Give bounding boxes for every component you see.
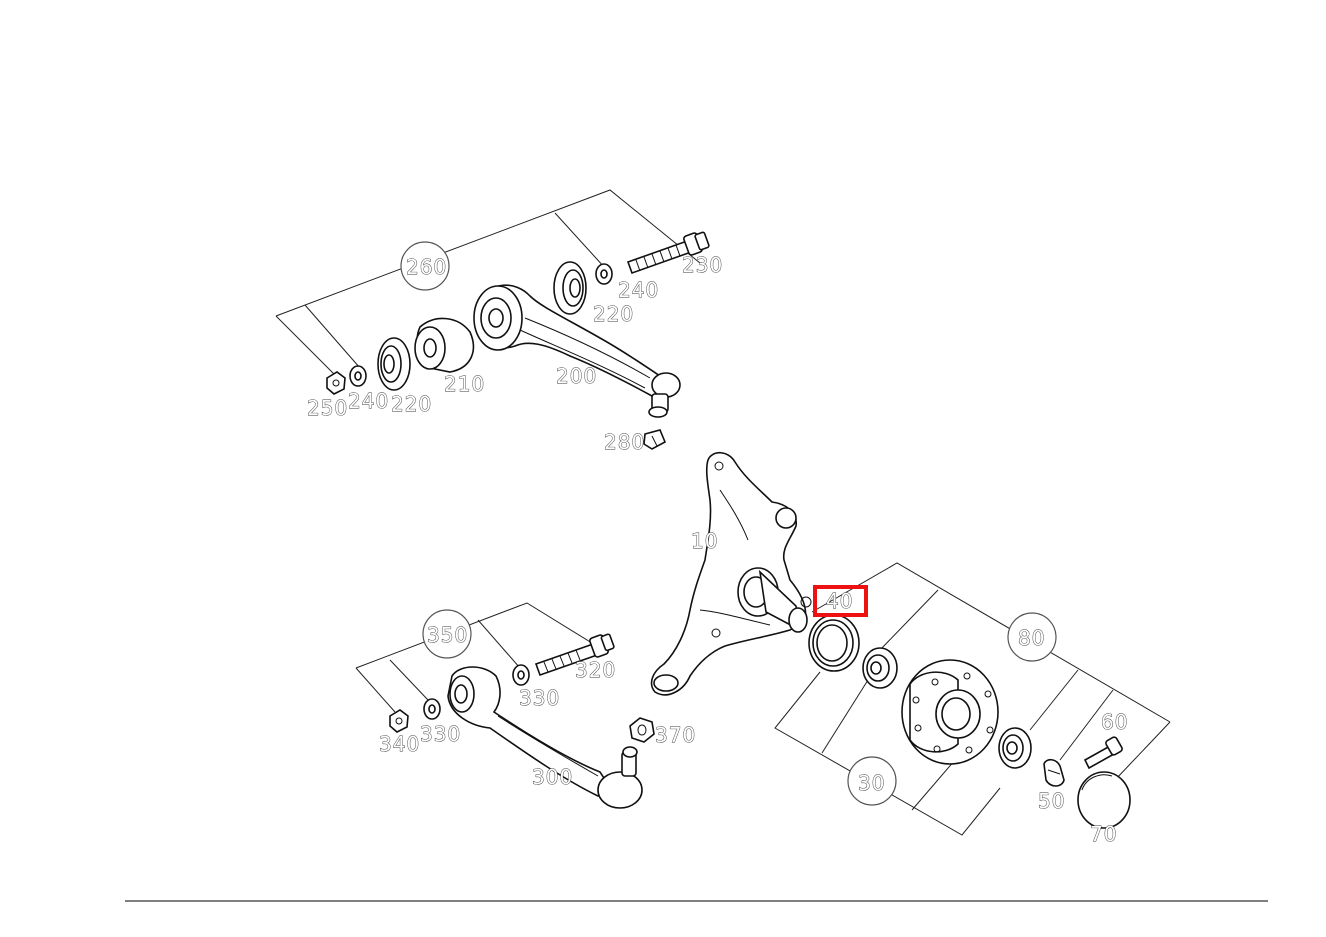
label-240-lower[interactable]: 240 (348, 389, 389, 414)
label-200[interactable]: 200 (556, 364, 597, 389)
bearing[interactable] (862, 647, 898, 689)
label-10[interactable]: 10 (691, 529, 718, 554)
label-350[interactable]: 350 (427, 623, 468, 648)
label-370[interactable]: 370 (655, 723, 696, 748)
clip-50[interactable] (1043, 758, 1065, 787)
bushing-210[interactable] (414, 317, 475, 373)
axle-nut[interactable] (998, 727, 1032, 769)
bushing-220-upper[interactable] (553, 261, 587, 315)
seal-40[interactable] (808, 614, 860, 672)
label-40[interactable]: 40 (826, 589, 853, 614)
label-240-upper[interactable]: 240 (618, 278, 659, 303)
label-250[interactable]: 250 (307, 396, 348, 421)
label-320[interactable]: 320 (575, 658, 616, 683)
bolt-60[interactable] (1083, 736, 1123, 770)
callout-bubble-260 (400, 241, 450, 291)
bolt-230[interactable] (626, 231, 710, 275)
washer-240-lower[interactable] (349, 365, 367, 387)
label-230[interactable]: 230 (682, 253, 723, 278)
hub-group (774, 562, 1171, 836)
label-330-upper[interactable]: 330 (519, 686, 560, 711)
label-220-lower[interactable]: 220 (391, 392, 432, 417)
highlight-box-part-40 (813, 585, 868, 617)
control-arm-200[interactable] (473, 284, 681, 418)
bushing-220-lower[interactable] (377, 337, 411, 391)
bolt-320[interactable] (534, 633, 615, 677)
nut-370[interactable] (629, 717, 655, 743)
label-210[interactable]: 210 (444, 372, 485, 397)
nut-340[interactable] (389, 709, 409, 733)
cap-70[interactable] (1077, 771, 1131, 829)
part-labels: 260 230 240 220 210 200 250 240 220 280 … (307, 253, 1128, 847)
label-60[interactable]: 60 (1101, 710, 1128, 735)
washer-330-lower[interactable] (423, 698, 441, 720)
label-30[interactable]: 30 (858, 771, 885, 796)
callout-bubble-350 (422, 609, 472, 659)
upper-arm-group (275, 189, 710, 450)
label-280[interactable]: 280 (604, 430, 645, 455)
label-340[interactable]: 340 (379, 732, 420, 757)
label-80[interactable]: 80 (1018, 626, 1045, 651)
label-260[interactable]: 260 (406, 255, 447, 280)
nut-280[interactable] (643, 429, 667, 450)
callout-bubble-80 (1007, 612, 1057, 662)
lower-arm-300[interactable] (447, 666, 643, 809)
steering-knuckle-10[interactable] (650, 451, 812, 696)
washer-330-upper[interactable] (512, 664, 530, 686)
label-330-lower[interactable]: 330 (420, 722, 461, 747)
label-70[interactable]: 70 (1090, 822, 1117, 847)
nut-250[interactable] (326, 371, 346, 395)
callout-bubble-30 (847, 756, 897, 806)
lower-arm-group (355, 602, 655, 809)
washer-240-upper[interactable] (595, 263, 613, 285)
label-50[interactable]: 50 (1038, 789, 1065, 814)
label-220-upper[interactable]: 220 (593, 302, 634, 327)
wheel-hub[interactable] (901, 659, 999, 765)
label-300[interactable]: 300 (532, 765, 573, 790)
